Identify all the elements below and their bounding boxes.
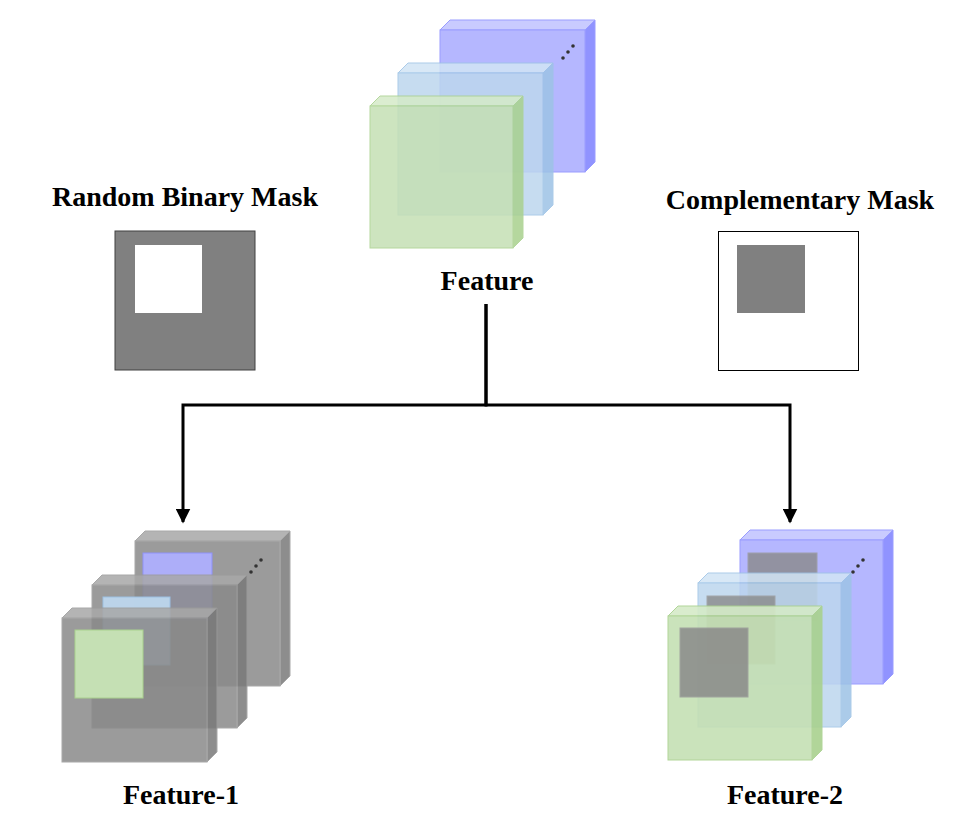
ellipsis-dot xyxy=(851,570,855,574)
split-arrow xyxy=(486,304,790,522)
feature-1-stack xyxy=(62,531,290,762)
figure-label: Feature xyxy=(441,264,534,298)
figure-label: Random Binary Mask xyxy=(52,180,318,214)
feature-stack xyxy=(370,20,595,248)
masked-patch xyxy=(680,628,748,697)
ellipsis-dot xyxy=(249,570,253,574)
figure-node: Feature-1 xyxy=(61,522,301,812)
complementary-mask xyxy=(719,232,859,371)
figure-label: Complementary Mask xyxy=(666,183,934,217)
figure-node: Random Binary Mask xyxy=(46,180,325,376)
masked-patch xyxy=(75,630,143,698)
ellipsis-dot xyxy=(259,558,263,562)
split-arrow xyxy=(183,304,486,522)
feature-plane xyxy=(62,608,217,762)
ellipsis-dot xyxy=(856,564,860,568)
figure-node: Complementary Mask xyxy=(660,183,941,377)
ellipsis-dot xyxy=(254,564,258,568)
figure-node: Feature xyxy=(365,14,610,298)
feature-plane xyxy=(370,96,523,248)
ellipsis-dot xyxy=(566,50,570,54)
random-binary-mask xyxy=(115,231,255,370)
ellipsis-dot xyxy=(561,56,565,60)
feature-plane xyxy=(668,606,822,760)
ellipsis-dot xyxy=(861,558,865,562)
feature-2-stack xyxy=(668,530,893,760)
figure-label: Feature-2 xyxy=(727,778,843,812)
figure-label: Feature-1 xyxy=(123,778,239,812)
ellipsis-dot xyxy=(571,44,575,48)
figure-node: Feature-2 xyxy=(663,522,908,812)
